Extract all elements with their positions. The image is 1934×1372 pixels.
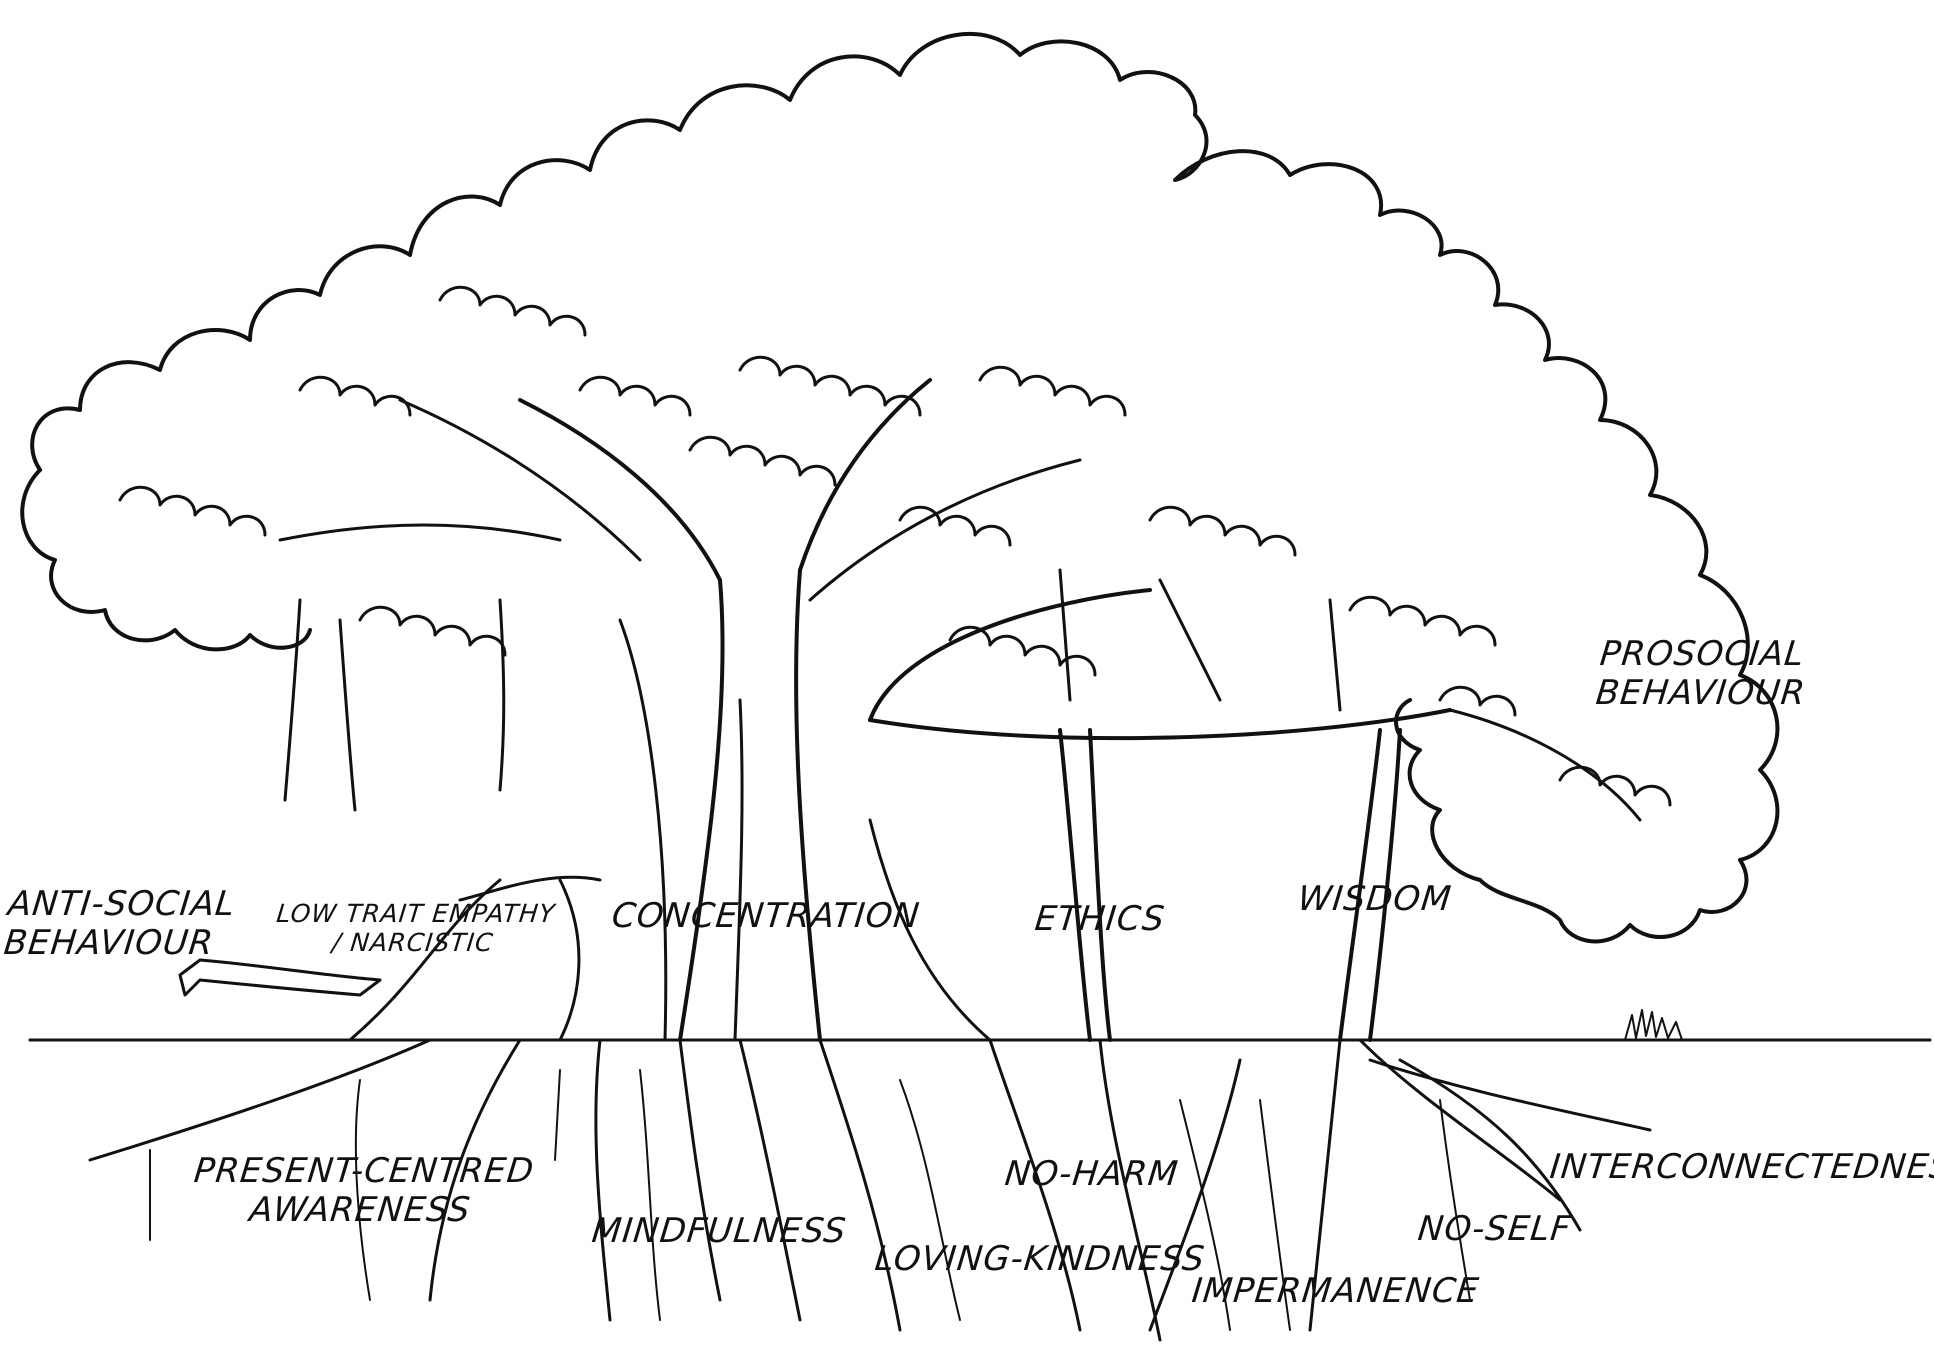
label-loving-kindness: LOVING-KINDNESS <box>872 1239 1207 1279</box>
label-prosocial-line2: BEHAVIOUR <box>1593 673 1808 714</box>
branches <box>278 378 1642 1042</box>
label-low-trait-empathy: LOW TRAIT EMPATHY / NARCISTIC <box>272 899 557 958</box>
label-interconnectedness: INTERCONNECTEDNESS <box>1547 1147 1934 1187</box>
label-prosocial-line1: PROSOCIAL <box>1598 634 1807 674</box>
grass-tuft <box>1624 1009 1683 1041</box>
label-no-harm: NO-HARM <box>1002 1154 1181 1194</box>
label-low-trait-line1: LOW TRAIT EMPATHY <box>275 899 557 928</box>
underground-roots <box>88 1038 1652 1342</box>
label-present-line2: AWARENESS <box>247 1190 473 1231</box>
inner-foliage <box>118 285 1672 807</box>
canopy-left-lobe <box>20 468 312 652</box>
label-mindfulness: MINDFULNESS <box>589 1211 849 1251</box>
trunk <box>618 568 822 1042</box>
label-anti-social-line2: BEHAVIOUR <box>1 923 216 964</box>
aerial-roots <box>283 568 1402 1042</box>
label-present-line1: PRESENT-CENTRED <box>192 1151 537 1191</box>
label-impermanence: IMPERMANENCE <box>1189 1271 1482 1311</box>
label-prosocial: PROSOCIAL BEHAVIOUR <box>1593 634 1812 714</box>
label-anti-social: ANTI-SOCIAL BEHAVIOUR <box>1 884 238 964</box>
label-anti-social-line1: ANTI-SOCIAL <box>6 884 238 924</box>
label-concentration: CONCENTRATION <box>609 896 922 936</box>
canopy-right-lobe <box>1394 698 1482 882</box>
label-low-trait-line2: / NARCISTIC <box>330 927 496 957</box>
label-no-self: NO-SELF <box>1415 1209 1574 1249</box>
broken-branch <box>178 958 382 997</box>
label-ethics: ETHICS <box>1032 899 1167 939</box>
label-present-centred: PRESENT-CENTRED AWARENESS <box>188 1151 537 1231</box>
label-wisdom: WISDOM <box>1295 879 1454 919</box>
canopy-outline <box>30 32 1780 944</box>
